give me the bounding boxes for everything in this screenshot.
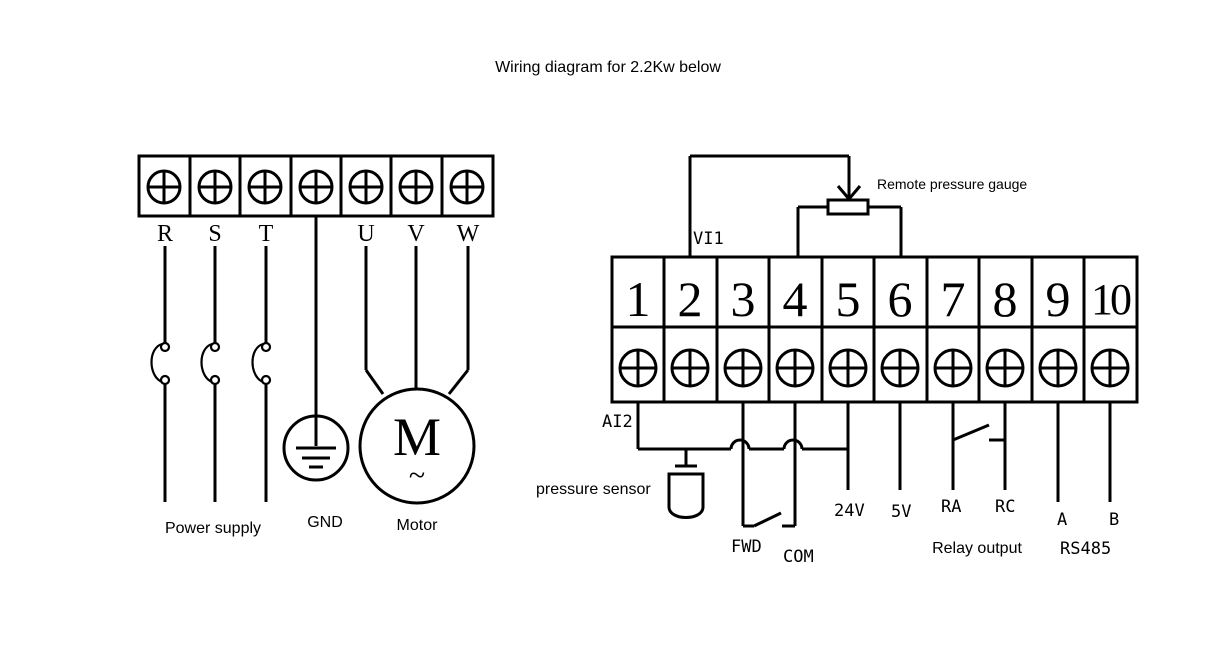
remote-pressure-gauge-wiring	[688, 154, 903, 257]
fwd-label: FWD	[731, 537, 762, 557]
rs485-wiring	[1056, 402, 1112, 502]
remote-pressure-gauge-label: Remote pressure gauge	[877, 176, 1027, 192]
screw-terminal-icon	[247, 169, 283, 205]
terminal-number-1: 1	[626, 271, 651, 327]
motor-label: Motor	[397, 517, 439, 534]
ai2-label: AI2	[602, 412, 633, 432]
motor-ac-symbol: ~	[409, 459, 425, 492]
screw-terminal-icon	[985, 348, 1025, 388]
gnd-label: GND	[307, 514, 343, 531]
terminal-number-6: 6	[888, 271, 913, 327]
terminal-label-s: S	[208, 221, 221, 247]
screw-terminal-icon	[197, 169, 233, 205]
screw-terminal-icon	[723, 348, 763, 388]
power-supply-wiring	[150, 246, 272, 502]
terminal-number-8: 8	[993, 271, 1018, 327]
screw-terminal-icon	[880, 348, 920, 388]
power-supply-label: Power supply	[165, 520, 261, 537]
motor-symbol-icon: M ~	[358, 246, 476, 505]
pressure-sensor-wiring	[636, 402, 850, 519]
screw-terminal-icon	[146, 169, 182, 205]
terminal-label-v: V	[407, 221, 425, 247]
terminal-number-10: 10	[1091, 275, 1131, 324]
screw-terminal-icon	[1090, 348, 1130, 388]
terminal-number-7: 7	[941, 271, 966, 327]
terminal-label-w: W	[457, 221, 480, 247]
terminal-number-3: 3	[731, 271, 756, 327]
terminal-number-4: 4	[783, 271, 808, 327]
screw-terminal-icon	[618, 348, 658, 388]
screw-terminal-icon	[398, 169, 434, 205]
diagram-title: Wiring diagram for 2.2Kw below	[495, 59, 721, 76]
fwd-com-switch	[741, 402, 797, 528]
screw-terminal-icon	[298, 169, 334, 205]
com-label: COM	[783, 547, 814, 567]
rc-label: RC	[995, 497, 1015, 517]
5v-label: 5V	[891, 502, 911, 522]
screw-terminal-icon	[775, 348, 815, 388]
power-terminal-block: R S T U V W	[137, 154, 495, 537]
screw-terminal-icon	[828, 348, 868, 388]
relay-output-label: Relay output	[932, 540, 1022, 557]
terminal-number-9: 9	[1046, 271, 1071, 327]
rs485-a-label: A	[1057, 510, 1067, 530]
vi1-label: VI1	[693, 229, 724, 249]
pressure-sensor-icon	[667, 472, 705, 519]
screw-terminal-icon	[1038, 348, 1078, 388]
control-terminal-block: 1 2 3 4 5 6 7 8 9 10 Remo	[536, 154, 1139, 567]
terminal-label-t: T	[259, 221, 274, 247]
screw-terminal-icon	[449, 169, 485, 205]
rs485-b-label: B	[1109, 510, 1119, 530]
potentiometer-icon	[826, 198, 870, 216]
screw-terminal-icon	[348, 169, 384, 205]
terminal-number-5: 5	[836, 271, 861, 327]
terminal-number-2: 2	[678, 271, 703, 327]
terminal-label-r: R	[157, 221, 173, 247]
screw-terminal-icon	[933, 348, 973, 388]
screw-terminal-icon	[670, 348, 710, 388]
24v-label: 24V	[834, 501, 865, 521]
rs485-label: RS485	[1060, 539, 1111, 559]
pressure-sensor-label: pressure sensor	[536, 481, 651, 498]
ra-label: RA	[941, 497, 961, 517]
motor-letter: M	[393, 407, 441, 467]
terminal-label-u: U	[357, 221, 374, 247]
ground-symbol-icon	[282, 216, 350, 482]
relay-output-wiring	[951, 402, 1007, 490]
